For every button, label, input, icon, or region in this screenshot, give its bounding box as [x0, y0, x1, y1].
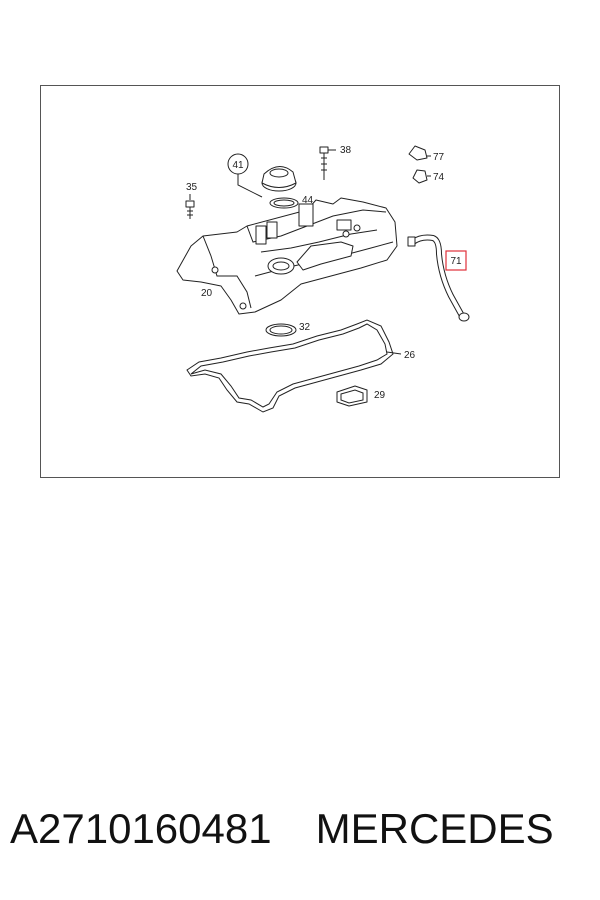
callout-26-label: 26	[404, 350, 416, 361]
parts-diagram-frame: 41 44 38 77 74	[40, 85, 560, 478]
callout-71: 71	[445, 250, 467, 271]
callout-77-label: 77	[433, 152, 445, 163]
seal-ring-44: 44	[269, 195, 314, 209]
screw-35: 35	[185, 182, 198, 219]
small-gasket-29: 29	[336, 385, 386, 407]
part-caption: A2710160481 MERCEDES	[10, 805, 590, 865]
callout-71-label: 71	[450, 256, 462, 267]
bolt-38: 38	[319, 145, 352, 180]
cover-gasket-26: 26	[186, 319, 416, 413]
callout-32-label: 32	[299, 322, 311, 333]
callout-38-label: 38	[340, 145, 352, 156]
callout-41: 41	[227, 153, 263, 198]
vent-hose-71	[407, 234, 470, 322]
callout-41-label: 41	[232, 160, 244, 171]
parts-diagram: 41 44 38 77 74	[176, 145, 470, 413]
part-number: A2710160481	[10, 805, 272, 852]
callout-44-label: 44	[302, 195, 314, 206]
nut-74: 74	[412, 169, 445, 184]
callout-29-label: 29	[374, 390, 386, 401]
callout-35-label: 35	[186, 182, 198, 193]
cylinder-head-cover: 20	[176, 197, 398, 315]
callout-20-label: 20	[201, 288, 213, 299]
brand-name: MERCEDES	[315, 805, 554, 852]
seal-ring-32: 32	[265, 322, 311, 337]
clip-77: 77	[408, 145, 445, 163]
oil-filler-cap	[261, 166, 297, 192]
callout-71-highlight-box	[445, 250, 467, 271]
callout-74-label: 74	[433, 172, 445, 183]
